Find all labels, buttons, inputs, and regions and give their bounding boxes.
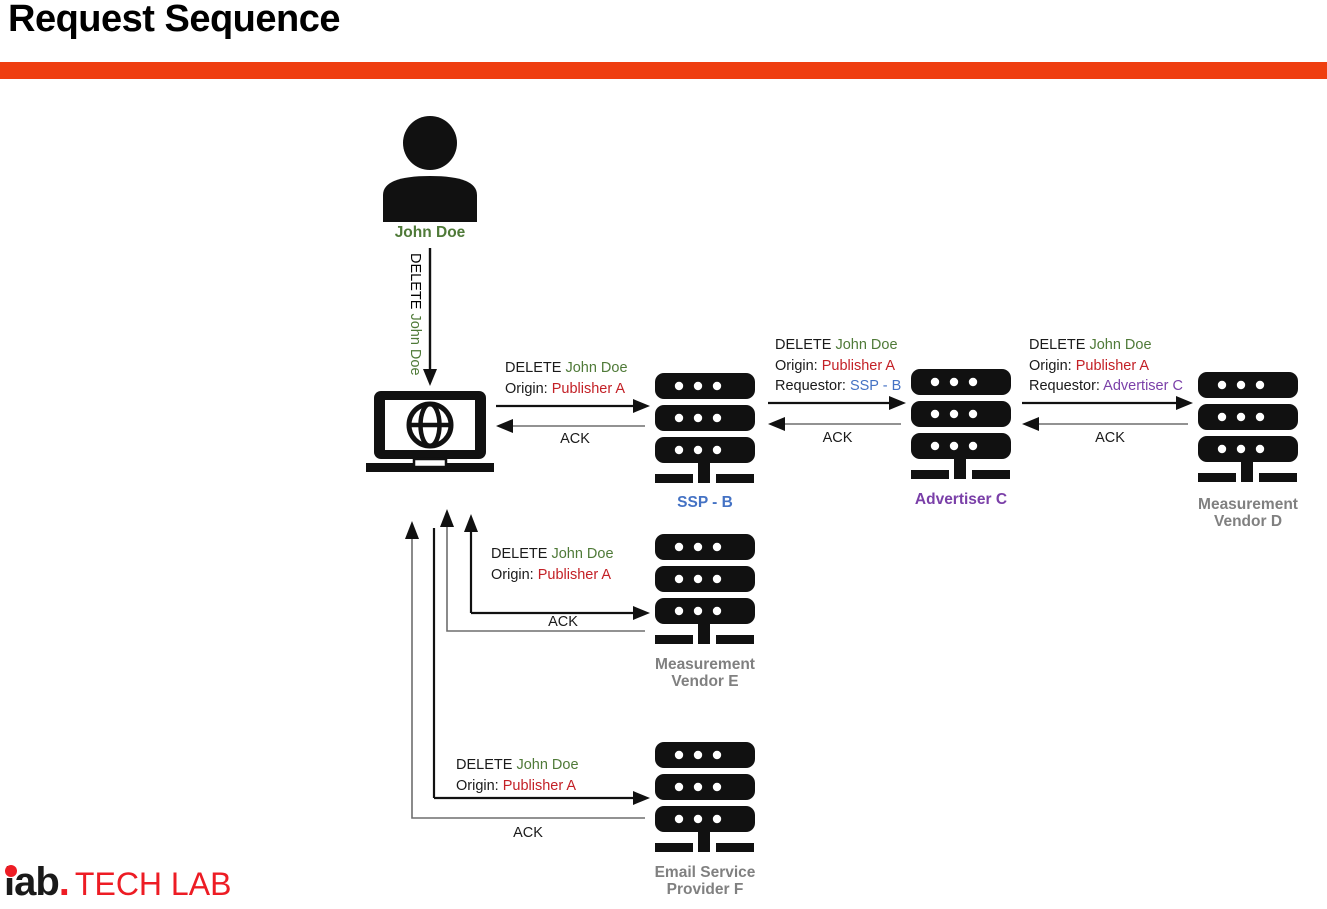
arrow-ssp-to-advertiser-request bbox=[768, 396, 906, 410]
message-line-1: DELETE John Doe bbox=[505, 358, 628, 379]
title-divider-rule bbox=[0, 62, 1327, 79]
laptop-globe-icon bbox=[366, 391, 494, 472]
message-requestor-key: Requestor: bbox=[1029, 378, 1104, 395]
server-icon-vendor-e bbox=[655, 534, 755, 644]
iab-tech-lab-logo: iab . TECH LAB bbox=[4, 862, 231, 902]
message-browser-to-vendor-e: DELETE John Doe Origin: Publisher A bbox=[491, 544, 614, 585]
message-origin-key: Origin: bbox=[1029, 357, 1076, 374]
message-line-2: Origin: Publisher A bbox=[775, 356, 901, 377]
message-verb: DELETE bbox=[407, 253, 423, 310]
message-verb: DELETE bbox=[491, 546, 548, 562]
server-icon-advertiser-c bbox=[911, 369, 1011, 479]
message-origin-value: Publisher A bbox=[821, 357, 896, 374]
logo-red-dot-icon bbox=[5, 865, 17, 877]
message-user-to-browser: DELETE John Doe bbox=[407, 253, 423, 376]
message-line-2: Origin: Publisher A bbox=[491, 565, 614, 586]
logo-period: . bbox=[58, 860, 70, 904]
message-subject: John Doe bbox=[1089, 337, 1152, 353]
arrow-browser-to-ssp-request bbox=[496, 399, 650, 413]
message-verb: DELETE bbox=[456, 757, 513, 773]
message-verb: DELETE bbox=[505, 360, 562, 376]
ack-label-ssp-advertiser: ACK bbox=[822, 430, 853, 446]
message-line-1: DELETE John Doe bbox=[456, 755, 579, 776]
message-browser-to-esp-f: DELETE John Doe Origin: Publisher A bbox=[456, 755, 579, 796]
message-origin-value: Publisher A bbox=[502, 777, 577, 794]
ack-label-vendor-e: ACK bbox=[548, 614, 578, 630]
message-subject: John Doe bbox=[835, 337, 898, 353]
message-line-2: Origin: Publisher A bbox=[1029, 356, 1183, 377]
node-label-john-doe: John Doe bbox=[394, 224, 466, 241]
logo-wordmark: TECH LAB bbox=[74, 866, 232, 902]
message-verb: DELETE bbox=[775, 337, 832, 353]
node-label-ssp-b: SSP - B bbox=[677, 494, 733, 511]
message-origin-value: Publisher A bbox=[551, 380, 626, 397]
message-origin-value: Publisher A bbox=[537, 566, 612, 583]
message-verb: DELETE bbox=[1029, 337, 1086, 353]
message-subject: John Doe bbox=[407, 313, 423, 376]
message-origin-key: Origin: bbox=[775, 357, 822, 374]
message-subject: John Doe bbox=[551, 546, 614, 562]
arrow-vendor-d-to-advertiser-ack bbox=[1022, 417, 1188, 431]
person-icon bbox=[383, 116, 477, 222]
arrow-user-to-browser bbox=[423, 248, 437, 386]
server-icon-vendor-d bbox=[1198, 372, 1298, 482]
message-browser-to-ssp: DELETE John Doe Origin: Publisher A bbox=[505, 358, 628, 399]
server-icon-ssp-b bbox=[655, 373, 755, 483]
message-line-3: Requestor: Advertiser C bbox=[1029, 376, 1183, 397]
message-origin-value: Publisher A bbox=[1075, 357, 1150, 374]
message-ssp-to-advertiser: DELETE John Doe Origin: Publisher A Requ… bbox=[775, 335, 901, 397]
message-requestor-value: Advertiser C bbox=[1103, 378, 1183, 395]
message-requestor-key: Requestor: bbox=[775, 378, 850, 395]
node-label-vendor-d: Measurement Vendor D bbox=[1198, 496, 1298, 531]
message-line-1: DELETE John Doe bbox=[491, 544, 614, 565]
node-label-esp-f: Email Service Provider F bbox=[654, 864, 756, 899]
message-subject: John Doe bbox=[565, 360, 628, 376]
message-origin-key: Origin: bbox=[505, 380, 552, 397]
arrow-advertiser-to-ssp-ack bbox=[768, 417, 901, 431]
logo-mark-iab: iab bbox=[4, 862, 60, 902]
message-line-2: Origin: Publisher A bbox=[505, 379, 628, 400]
message-subject: John Doe bbox=[516, 757, 579, 773]
message-origin-key: Origin: bbox=[491, 566, 538, 583]
ack-label-esp-f: ACK bbox=[513, 825, 543, 841]
page-title: Request Sequence bbox=[8, 0, 341, 40]
message-line-2: Origin: Publisher A bbox=[456, 776, 579, 797]
message-advertiser-to-vendor-d: DELETE John Doe Origin: Publisher A Requ… bbox=[1029, 335, 1183, 397]
arrow-advertiser-to-vendor-d-request bbox=[1022, 396, 1193, 410]
message-line-1: DELETE John Doe bbox=[1029, 335, 1183, 356]
message-origin-key: Origin: bbox=[456, 777, 503, 794]
message-line-1: DELETE John Doe bbox=[775, 335, 901, 356]
ack-label-advertiser-vendor-d: ACK bbox=[1095, 430, 1125, 446]
node-label-vendor-e: Measurement Vendor E bbox=[655, 656, 755, 691]
node-label-advertiser-c: Advertiser C bbox=[914, 491, 1008, 508]
message-line-3: Requestor: SSP - B bbox=[775, 376, 901, 397]
message-requestor-value: SSP - B bbox=[849, 378, 902, 395]
server-icon-esp-f bbox=[655, 742, 755, 852]
ack-label-browser-ssp: ACK bbox=[560, 431, 590, 447]
